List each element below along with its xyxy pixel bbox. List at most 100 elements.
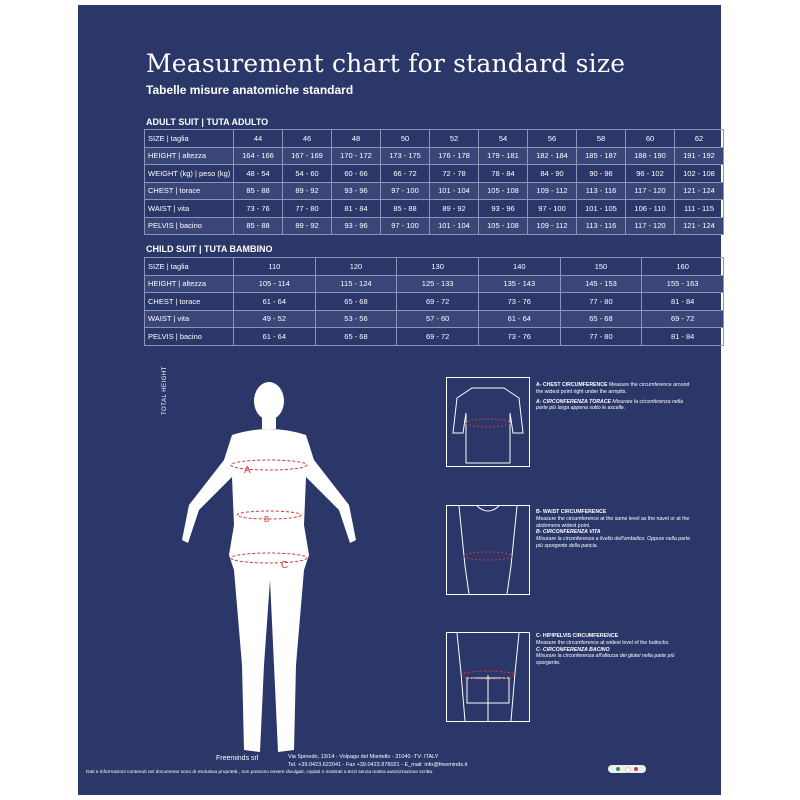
adult-row-label: PELVIS | bacino xyxy=(144,216,234,235)
child-cell: 61 - 64 xyxy=(233,327,316,346)
footer-brand: Freeminds srl xyxy=(216,755,259,762)
page-subtitle: Tabelle misure anatomiche standard xyxy=(146,83,354,97)
marker-a: A xyxy=(244,465,251,476)
adult-cell: 58 xyxy=(576,129,626,148)
child-cell: 65 - 68 xyxy=(314,327,398,346)
child-row-label: WAIST | vita xyxy=(144,309,234,328)
child-cell: 69 - 72 xyxy=(396,327,479,346)
child-cell: 115 - 124 xyxy=(314,274,398,293)
adult-cell: 85 - 88 xyxy=(233,216,283,235)
adult-cell: 66 - 72 xyxy=(380,164,430,183)
adult-cell: 54 xyxy=(478,129,528,148)
adult-cell: 173 - 175 xyxy=(380,146,430,165)
adult-cell: 105 - 108 xyxy=(478,181,528,200)
adult-cell: 48 - 54 xyxy=(233,164,283,183)
child-cell: 120 xyxy=(314,257,398,276)
size-chart-poster: Measurement chart for standard size Tabe… xyxy=(78,5,724,795)
body-silhouette xyxy=(182,382,356,752)
adult-cell: 52 xyxy=(429,129,479,148)
adult-cell: 101 - 104 xyxy=(429,216,479,235)
adult-cell: 191 - 192 xyxy=(674,146,724,165)
adult-cell: 77 - 80 xyxy=(282,199,332,218)
adult-cell: 97 - 100 xyxy=(380,181,430,200)
adult-cell: 84 - 90 xyxy=(527,164,577,183)
adult-cell: 164 - 166 xyxy=(233,146,283,165)
child-cell: 69 - 72 xyxy=(396,292,479,311)
child-cell: 61 - 64 xyxy=(233,292,316,311)
adult-cell: 105 - 108 xyxy=(478,216,528,235)
adult-cell: 90 - 96 xyxy=(576,164,626,183)
page-title: Measurement chart for standard size xyxy=(146,49,626,78)
child-row-label: CHEST | torace xyxy=(144,292,234,311)
adult-cell: 111 - 115 xyxy=(674,199,724,218)
adult-row-label: CHEST | torace xyxy=(144,181,234,200)
adult-cell: 50 xyxy=(380,129,430,148)
adult-cell: 117 - 120 xyxy=(625,181,675,200)
child-cell: 77 - 80 xyxy=(559,327,643,346)
marker-c: C xyxy=(281,560,288,571)
child-table-title: CHILD SUIT | TUTA BAMBINO xyxy=(146,244,273,254)
adult-cell: 101 - 104 xyxy=(429,181,479,200)
adult-cell: 185 - 187 xyxy=(576,146,626,165)
child-cell: 135 - 143 xyxy=(477,274,561,293)
adult-row-label: HEIGHT | altezza xyxy=(144,146,234,165)
waist-illustration xyxy=(458,505,518,595)
child-cell: 61 - 64 xyxy=(477,309,561,328)
child-cell: 150 xyxy=(559,257,643,276)
child-row-label: SIZE | taglia xyxy=(144,257,234,276)
hip-inset xyxy=(446,632,530,722)
adult-cell: 72 - 78 xyxy=(429,164,479,183)
adult-cell: 46 xyxy=(282,129,332,148)
adult-cell: 117 - 120 xyxy=(625,216,675,235)
child-cell: 53 - 56 xyxy=(314,309,398,328)
measure-lines xyxy=(230,459,308,564)
child-row-label: HEIGHT | altezza xyxy=(144,274,234,293)
hip-description: C- HIP/PELVIS CIRCUMFERENCE Measure the … xyxy=(536,633,675,667)
adult-cell: 85 - 88 xyxy=(233,181,283,200)
child-cell: 49 - 52 xyxy=(233,309,316,328)
adult-cell: 85 - 88 xyxy=(380,199,430,218)
adult-cell: 113 - 116 xyxy=(576,216,626,235)
adult-cell: 101 - 105 xyxy=(576,199,626,218)
footer-address: Via Spinedo, 13/14 - Volpago del Montell… xyxy=(288,754,439,760)
adult-cell: 109 - 112 xyxy=(527,181,577,200)
adult-cell: 97 - 100 xyxy=(527,199,577,218)
adult-cell: 48 xyxy=(331,129,381,148)
adult-table-title: ADULT SUIT | TUTA ADULTO xyxy=(146,117,269,127)
adult-cell: 97 - 100 xyxy=(380,216,430,235)
child-cell: 81 - 84 xyxy=(641,327,724,346)
adult-cell: 44 xyxy=(233,129,283,148)
adult-row-label: WAIST | vita xyxy=(144,199,234,218)
child-cell: 73 - 76 xyxy=(477,327,561,346)
child-cell: 69 - 72 xyxy=(641,309,724,328)
italy-flag-icon xyxy=(608,765,646,773)
adult-cell: 62 xyxy=(674,129,724,148)
marker-b: B xyxy=(264,515,269,524)
child-cell: 125 - 133 xyxy=(396,274,479,293)
adult-cell: 89 - 92 xyxy=(282,216,332,235)
child-cell: 65 - 68 xyxy=(559,309,643,328)
adult-cell: 102 - 108 xyxy=(674,164,724,183)
adult-cell: 89 - 92 xyxy=(429,199,479,218)
waist-description: B- WAIST CIRCUMFERENCE Measure the circu… xyxy=(536,509,691,549)
adult-cell: 56 xyxy=(527,129,577,148)
adult-cell: 78 - 84 xyxy=(478,164,528,183)
adult-cell: 109 - 112 xyxy=(527,216,577,235)
adult-row-label: SIZE | taglia xyxy=(144,129,234,148)
chest-description: A- CHEST CIRCUMFERENCE Measure the circu… xyxy=(536,382,690,412)
child-cell: 81 - 84 xyxy=(641,292,724,311)
footer-address-block: Via Spinedo, 13/14 - Volpago del Montell… xyxy=(288,753,467,769)
chest-illustration xyxy=(452,387,524,464)
child-cell: 140 xyxy=(477,257,561,276)
adult-cell: 54 - 60 xyxy=(282,164,332,183)
adult-cell: 121 - 124 xyxy=(674,216,724,235)
